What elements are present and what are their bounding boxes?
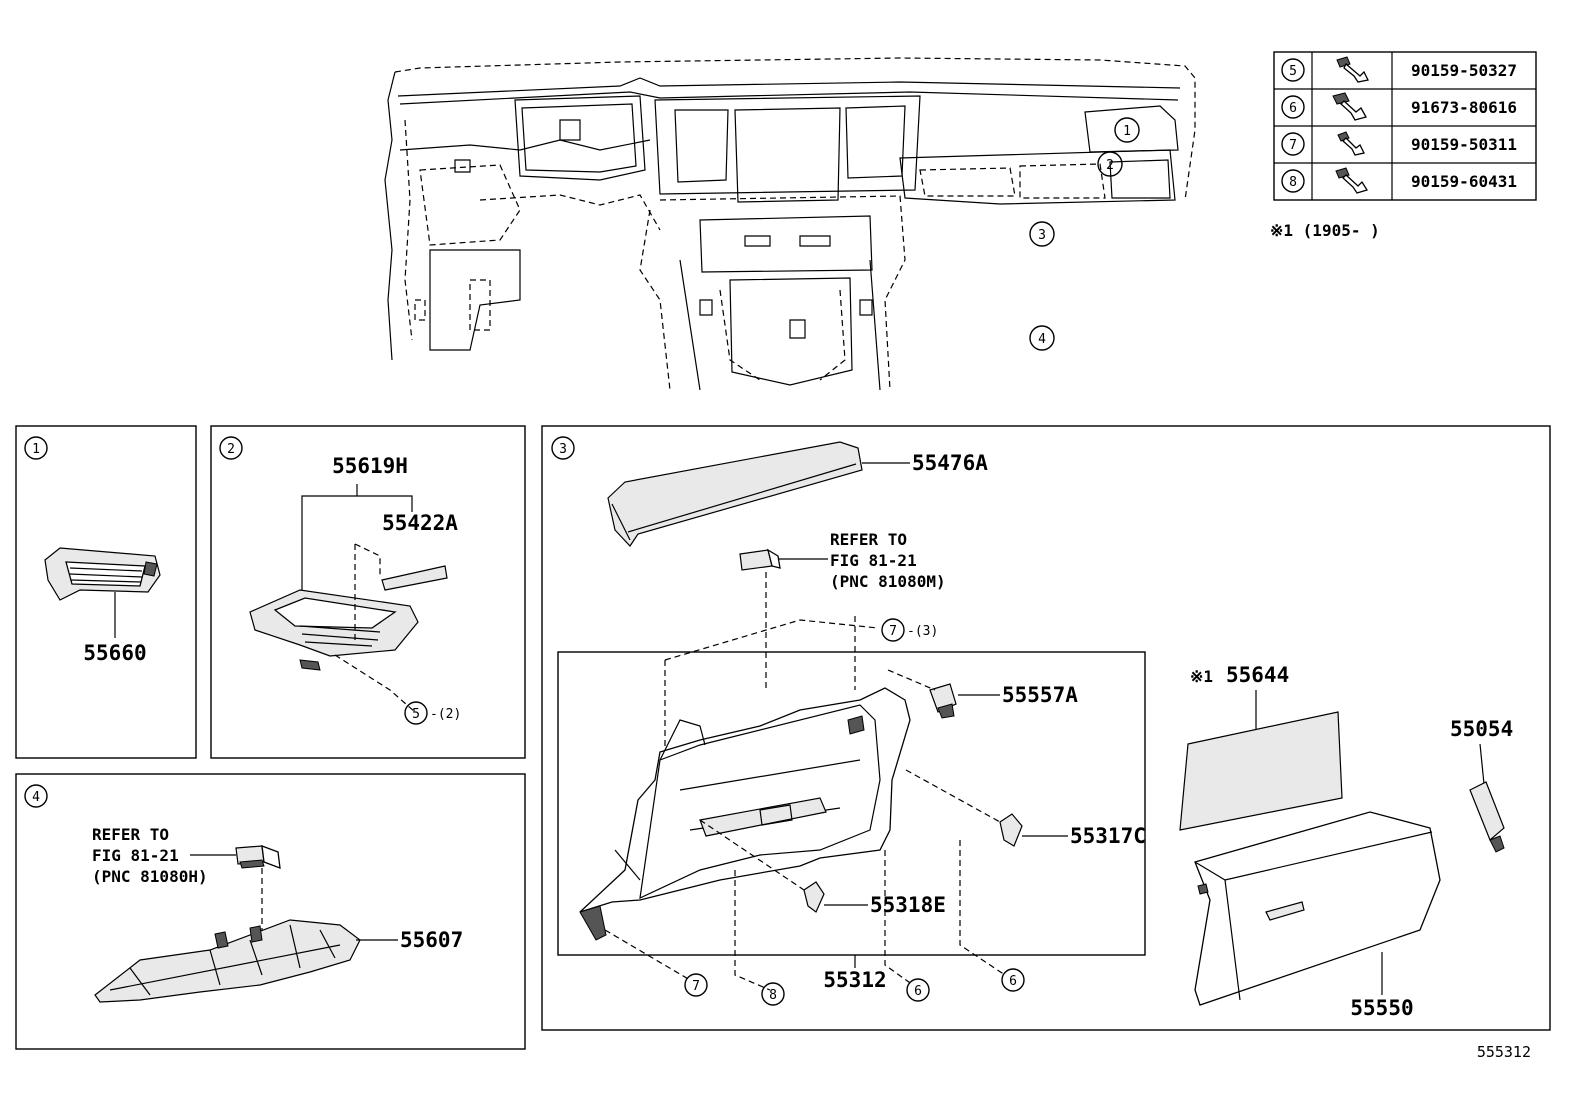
fastener-table: 5 90159-50327 6 91673-80616 7 90159-5031… — [1273, 51, 1537, 201]
svg-text:7: 7 — [1289, 138, 1297, 153]
part-label-55317C[interactable]: 55317C — [1070, 824, 1146, 848]
svg-text:1: 1 — [32, 442, 40, 457]
refer-line-3: (PNC 81080H) — [92, 867, 208, 886]
svg-text:6: 6 — [1009, 974, 1017, 989]
bumper-55557A[interactable] — [929, 683, 957, 719]
refer-line-3: (PNC 81080M) — [830, 572, 946, 591]
fastener-callout-7-top[interactable]: 7 -(3) — [881, 618, 938, 642]
table-row[interactable]: 8 90159-60431 — [1281, 167, 1517, 194]
svg-text:7: 7 — [692, 979, 700, 994]
part-label-55422A[interactable]: 55422A — [382, 511, 458, 535]
panel-1 — [15, 425, 197, 759]
part-label-55476A[interactable]: 55476A — [912, 451, 988, 475]
refer-line-1: REFER TO — [92, 825, 169, 844]
part-label-55054[interactable]: 55054 — [1450, 717, 1513, 741]
fastener-callout-6-a[interactable]: 6 — [906, 978, 930, 1002]
svg-text:5: 5 — [412, 707, 420, 722]
bolt-icon — [1335, 167, 1369, 194]
svg-text:3: 3 — [1038, 228, 1046, 243]
fastener-callout-5[interactable]: 5 -(2) — [404, 701, 461, 725]
svg-text:6: 6 — [1289, 101, 1297, 116]
catch-55317C[interactable] — [999, 813, 1023, 847]
overview-callout-1[interactable]: 1 — [1114, 117, 1140, 143]
fastener-callout-8[interactable]: 8 — [761, 982, 785, 1006]
glove-box-door[interactable] — [1194, 811, 1441, 1006]
svg-text:1: 1 — [1123, 124, 1131, 139]
svg-text:4: 4 — [1038, 332, 1046, 347]
panel-3 — [541, 425, 1551, 1031]
table-row[interactable]: 6 91673-80616 — [1281, 92, 1517, 121]
part-label-55607[interactable]: 55607 — [400, 928, 463, 952]
part-label-55557A[interactable]: 55557A — [1002, 683, 1078, 707]
panel-1-callout[interactable]: 1 — [24, 436, 48, 460]
svg-text:4: 4 — [32, 790, 40, 805]
svg-text:91673-80616: 91673-80616 — [1411, 98, 1517, 117]
refer-line-2: FIG 81-21 — [92, 846, 179, 865]
part-label-55550[interactable]: 55550 — [1350, 996, 1413, 1020]
fastener-callout-6-b[interactable]: 6 — [1001, 968, 1025, 992]
pocket-note-mark: ※1 — [1190, 667, 1213, 686]
fastener-callout-7-bottom[interactable]: 7 — [684, 973, 708, 997]
lower-cover-55607[interactable] — [94, 919, 361, 1003]
pocket-panel[interactable] — [1179, 711, 1343, 831]
svg-text:-(2): -(2) — [430, 707, 461, 722]
part-label-55660[interactable]: 55660 — [83, 641, 146, 665]
reinforcement-box — [557, 651, 1146, 956]
svg-text:8: 8 — [769, 988, 777, 1003]
svg-text:90159-50311: 90159-50311 — [1411, 135, 1517, 154]
bolt-icon — [1337, 131, 1365, 156]
glove-box-frame[interactable] — [579, 687, 911, 941]
switch-module-81080h[interactable] — [235, 845, 281, 869]
svg-text:7: 7 — [889, 624, 897, 639]
figure-id: 555312 — [1477, 1043, 1531, 1061]
part-label-55644[interactable]: 55644 — [1226, 663, 1289, 687]
bolt-icon — [1332, 92, 1367, 121]
vent-bezel-strip[interactable] — [381, 565, 448, 591]
svg-text:8: 8 — [1289, 175, 1297, 190]
svg-text:90159-60431: 90159-60431 — [1411, 172, 1517, 191]
center-air-vent[interactable] — [249, 589, 419, 671]
panel-4-callout[interactable]: 4 — [24, 784, 48, 808]
refer-line-2: FIG 81-21 — [830, 551, 917, 570]
damper-55054[interactable] — [1469, 781, 1505, 853]
svg-text:90159-50327: 90159-50327 — [1411, 61, 1517, 80]
instrument-panel-overview — [384, 57, 1196, 391]
panel-4 — [15, 773, 526, 1050]
date-note: ※1 (1905- ) — [1270, 221, 1380, 240]
overview-callout-4[interactable]: 4 — [1029, 325, 1055, 351]
svg-text:3: 3 — [559, 442, 567, 457]
part-label-55619H[interactable]: 55619H — [332, 454, 408, 478]
svg-text:-(3): -(3) — [907, 624, 938, 639]
svg-text:2: 2 — [1106, 158, 1114, 173]
part-label-55312[interactable]: 55312 — [823, 968, 886, 992]
clip-55318E[interactable] — [803, 881, 825, 913]
upper-trim-panel[interactable] — [607, 441, 863, 547]
side-air-vent[interactable] — [44, 547, 161, 601]
table-row[interactable]: 7 90159-50311 — [1281, 131, 1517, 156]
panel-2 — [210, 425, 526, 759]
refer-line-1: REFER TO — [830, 530, 907, 549]
switch-module-81080m[interactable] — [739, 548, 781, 571]
overview-callout-2[interactable]: 2 — [1097, 151, 1123, 177]
svg-text:5: 5 — [1289, 64, 1297, 79]
overview-callout-3[interactable]: 3 — [1029, 221, 1055, 247]
bolt-icon — [1336, 56, 1369, 83]
panel-3-callout[interactable]: 3 — [551, 436, 575, 460]
panel-2-callout[interactable]: 2 — [219, 436, 243, 460]
table-row[interactable]: 5 90159-50327 — [1281, 56, 1517, 83]
svg-text:2: 2 — [227, 442, 235, 457]
svg-text:6: 6 — [914, 984, 922, 999]
part-label-55318E[interactable]: 55318E — [870, 893, 946, 917]
